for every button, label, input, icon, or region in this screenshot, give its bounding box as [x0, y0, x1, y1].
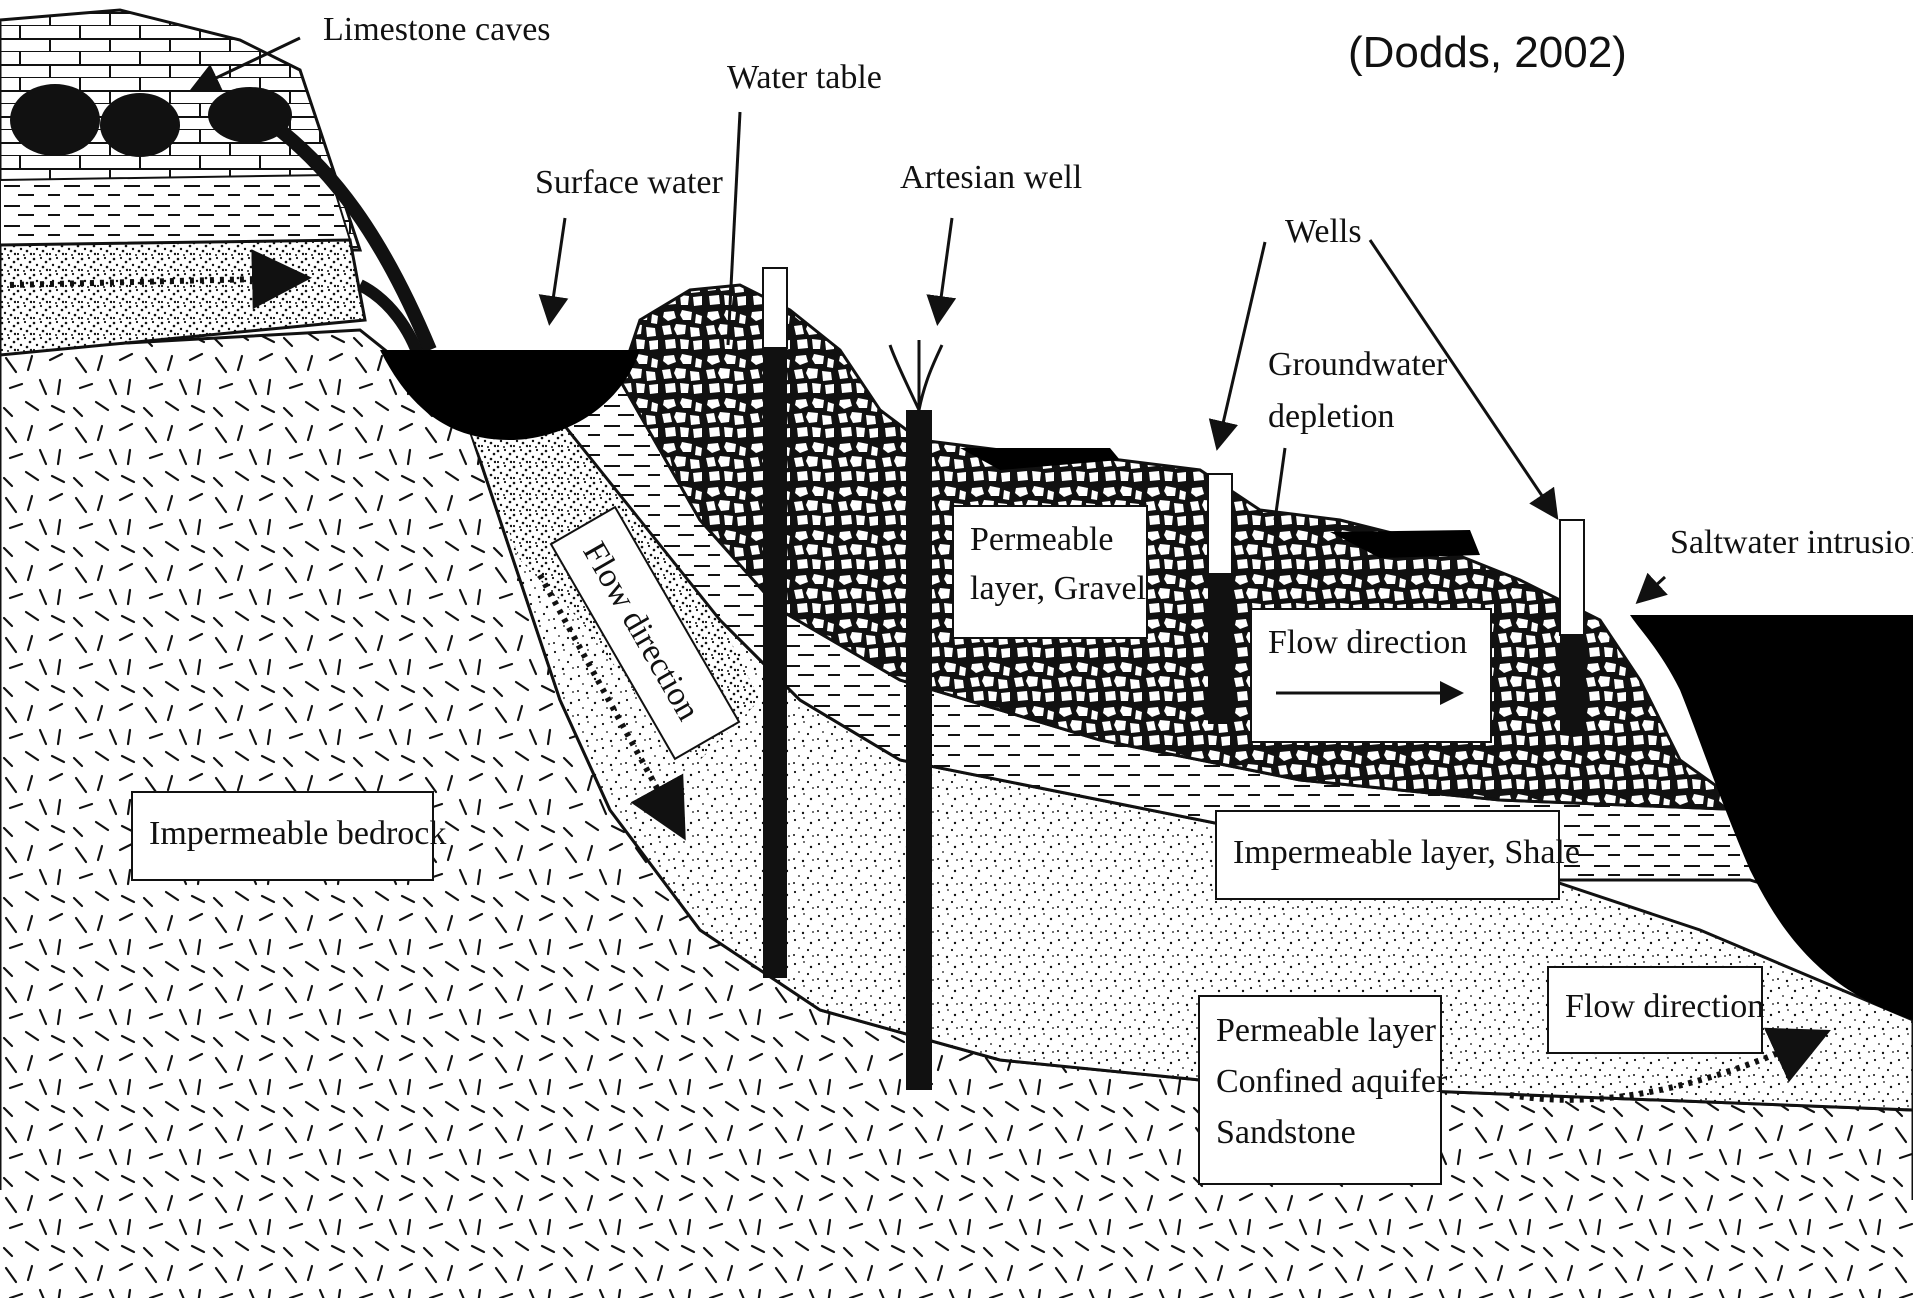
box-confined-aquifer-line3: Sandstone — [1216, 1107, 1424, 1158]
saltwater-intrusion-pointer — [1640, 577, 1665, 600]
well-left-shaft — [1208, 574, 1232, 724]
label-water-table: Water table — [727, 58, 882, 99]
box-impermeable-bedrock: Impermeable bedrock — [131, 791, 434, 881]
artesian-well-pointer — [938, 218, 952, 320]
label-limestone-caves: Limestone caves — [323, 10, 551, 51]
groundwater-depletion-pointer — [1275, 448, 1285, 520]
box-confined-aquifer: Permeable layer Confined aquifer Sandsto… — [1198, 995, 1442, 1185]
cave-1 — [10, 84, 100, 156]
artesian-well-fountain — [890, 340, 942, 410]
label-saltwater-intrusion: Saltwater intrusion — [1670, 523, 1913, 564]
upper-shale-band — [0, 175, 350, 250]
label-wells: Wells — [1285, 212, 1362, 253]
box-permeable-gravel-line2: layer, Gravel — [970, 564, 1130, 613]
box-confined-aquifer-line1: Permeable layer — [1216, 1005, 1424, 1056]
water-table-well-casing — [763, 268, 787, 348]
box-impermeable-shale: Impermeable layer, Shale — [1215, 810, 1560, 900]
box-flow-direction-gravel-text: Flow direction — [1268, 618, 1474, 667]
box-impermeable-shale-text: Impermeable layer, Shale — [1233, 828, 1542, 877]
box-flow-direction-gravel: Flow direction — [1250, 608, 1492, 743]
artesian-well-shaft — [906, 410, 932, 1090]
citation: (Dodds, 2002) — [1348, 28, 1627, 78]
label-groundwater-depletion-line2: depletion — [1268, 397, 1395, 438]
wells-pointer-left — [1218, 242, 1265, 445]
well-right-shaft — [1560, 635, 1584, 735]
label-groundwater-depletion-line1: Groundwater — [1268, 345, 1447, 386]
flow-direction-gravel-arrow — [1268, 673, 1468, 713]
well-right-casing — [1560, 520, 1584, 635]
bedrock-base-strip — [0, 1190, 1913, 1298]
water-table-well-shaft — [763, 348, 787, 978]
box-impermeable-bedrock-text: Impermeable bedrock — [149, 809, 416, 858]
box-flow-direction-sandstone-text: Flow direction — [1565, 982, 1745, 1031]
box-permeable-gravel-line1: Permeable — [970, 515, 1130, 564]
box-permeable-gravel: Permeable layer, Gravel — [952, 505, 1148, 639]
surface-water-pointer — [550, 218, 565, 320]
well-left-casing — [1208, 474, 1232, 574]
box-flow-direction-sandstone: Flow direction — [1547, 966, 1763, 1054]
cave-2 — [100, 93, 180, 157]
label-surface-water: Surface water — [535, 163, 723, 204]
box-confined-aquifer-line2: Confined aquifer — [1216, 1056, 1424, 1107]
label-artesian-well: Artesian well — [900, 158, 1082, 199]
